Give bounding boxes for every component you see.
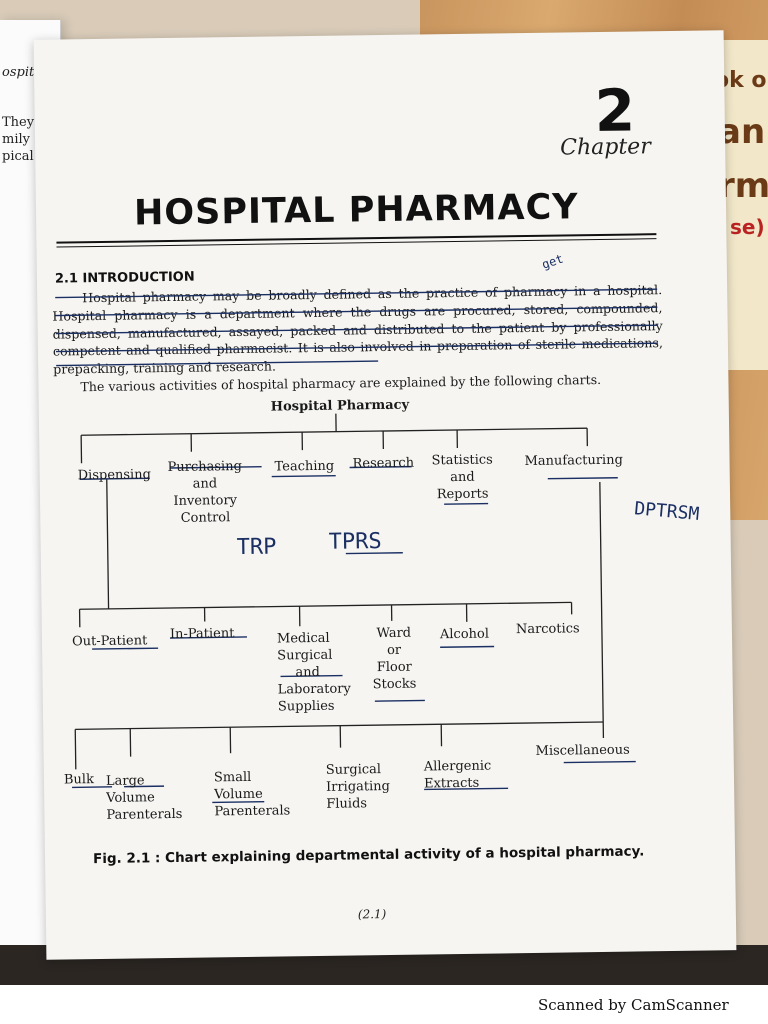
page-number: (2.1) <box>357 907 387 922</box>
node-line: and <box>192 476 218 492</box>
node-line: Parenterals <box>106 806 183 823</box>
ink-underline <box>271 474 336 478</box>
chart-node-inpatient: In-Patient <box>169 626 235 643</box>
ink-underline <box>56 360 379 367</box>
chart-node-bulk: Bulk <box>63 772 95 788</box>
chart-node-misc: Miscellaneous <box>535 742 630 759</box>
node-line: Small <box>213 769 252 786</box>
node-line: Control <box>180 510 231 526</box>
book-fragment: se) <box>730 215 765 239</box>
chart-node-svp: Small Volume Parenterals <box>214 768 291 820</box>
chart-node-lvp: Large Volume Parenterals <box>106 772 183 824</box>
ink-underline <box>547 477 618 480</box>
node-line: Volume <box>214 786 263 803</box>
chart-node-alcohol: Alcohol <box>439 626 490 643</box>
ink-underline <box>169 636 247 639</box>
ink-underline <box>444 502 489 505</box>
handwritten-note: TPRS <box>328 529 382 555</box>
chart-node-research: Research <box>352 455 415 472</box>
node-line: Fluids <box>326 796 368 812</box>
manufacturing-connector <box>599 481 604 722</box>
ink-underline <box>79 477 150 480</box>
ink-underline <box>280 674 343 678</box>
ink-underline <box>563 760 636 764</box>
node-line: Floor <box>376 659 412 676</box>
ink-underline <box>374 699 425 702</box>
ink-underline <box>349 465 412 469</box>
node-line: Volume <box>106 790 155 806</box>
chart-node-dispensing: Dispensing <box>77 467 151 484</box>
node-line: Allergenic <box>423 758 492 775</box>
level1-bar <box>81 427 588 436</box>
dispensing-bar <box>79 601 572 610</box>
org-chart-lines <box>55 288 658 804</box>
node-line: Extracts <box>423 775 480 792</box>
node-line: Irrigating <box>325 778 391 795</box>
node-line: Surgical <box>277 647 333 664</box>
ink-underline <box>55 324 658 335</box>
chart-node-allergenic: Allergenic Extracts <box>424 758 492 793</box>
node-line: Reports <box>436 486 489 503</box>
ink-underline <box>55 342 658 353</box>
node-line: Stocks <box>372 676 417 693</box>
left-page-text: pical <box>2 149 34 164</box>
chart-node-ward: Ward or Floor Stocks <box>372 625 417 694</box>
chart-node-statistics: Statistics and Reports <box>431 451 493 503</box>
ink-underline <box>169 466 262 469</box>
chart-node-root: Hospital Pharmacy <box>270 397 410 415</box>
dispensing-connector <box>106 478 110 609</box>
node-line: Medical <box>276 630 330 647</box>
ink-underline <box>55 306 658 317</box>
ink-underline <box>72 786 113 789</box>
scanner-watermark: Scanned by CamScanner <box>538 996 729 1014</box>
node-line: and <box>450 469 475 486</box>
chart-node-purchasing: Purchasing and Inventory Control <box>167 458 242 527</box>
node-line: Inventory <box>173 493 238 509</box>
node-line: Parenterals <box>214 803 291 820</box>
node-line: Surgical <box>325 762 382 778</box>
ink-underline <box>345 552 403 555</box>
chart-node-outpatient: Out-Patient <box>71 633 148 650</box>
handwritten-note: TRP <box>236 534 277 561</box>
node-line: Large <box>105 773 145 789</box>
chart-node-teaching: Teaching <box>274 458 335 475</box>
chart-node-surgical: Surgical Irrigating Fluids <box>326 761 391 813</box>
node-line: Supplies <box>277 698 335 715</box>
manufacturing-bar <box>75 721 604 730</box>
ink-underline <box>440 645 495 648</box>
left-page-text: They <box>2 115 35 130</box>
node-line: Laboratory <box>277 681 351 698</box>
book-fragment: an <box>718 112 766 152</box>
ink-underline <box>212 801 265 804</box>
ink-underline <box>55 288 658 299</box>
chart-node-medical: Medical Surgical and Laboratory Supplies <box>277 630 351 716</box>
ink-underline <box>424 787 509 791</box>
node-line: or <box>386 642 402 658</box>
chart-node-manufacturing: Manufacturing <box>524 452 623 470</box>
node-line: Purchasing <box>167 458 242 476</box>
chart-node-narcotics: Narcotics <box>515 621 580 638</box>
node-line: Ward <box>376 625 412 642</box>
ink-underline <box>124 785 165 788</box>
node-line: Statistics <box>431 452 493 469</box>
ink-underline <box>92 647 159 650</box>
book-fragment: rm <box>718 166 768 206</box>
left-page-text: mily <box>2 132 30 147</box>
node-line: and <box>295 664 321 681</box>
textbook-page: 2 Chapter HOSPITAL PHARMACY 2.1 INTRODUC… <box>33 30 737 960</box>
